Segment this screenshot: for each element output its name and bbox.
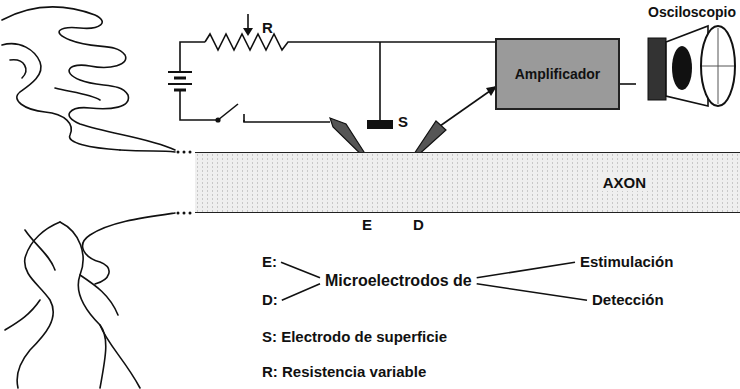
part-letter: S <box>398 114 408 131</box>
oscilloscope: Osciloscopio <box>636 2 740 110</box>
node-text: AXON <box>601 174 648 191</box>
axon-continuation-dots <box>177 151 192 215</box>
switch-symbol <box>216 104 244 122</box>
wire <box>180 42 205 72</box>
legend-text: Estimulación <box>580 254 673 271</box>
wire <box>379 42 381 121</box>
legend-text: Detección <box>592 292 664 309</box>
wire <box>440 86 497 126</box>
axon-band: AXON <box>195 152 740 213</box>
wire <box>180 90 218 120</box>
part-letter: D <box>413 217 424 234</box>
legend-key: D: <box>262 292 278 309</box>
amplifier-box: Amplificador <box>495 38 620 110</box>
legend-key: E: <box>262 254 277 271</box>
legend-bracket <box>477 262 575 278</box>
circuit-wires <box>180 42 497 126</box>
node-text: Amplificador <box>515 66 601 82</box>
legend-text: Microelectrodos de <box>325 272 472 290</box>
wire <box>292 41 495 43</box>
neuron-outline <box>2 7 175 388</box>
resistor-symbol <box>205 14 292 50</box>
battery-symbol <box>168 72 192 90</box>
surface-electrode <box>367 120 393 129</box>
part-letter: E <box>362 217 372 234</box>
legend-text: S: Electrodo de superficie <box>262 329 447 346</box>
wire-connector <box>620 83 636 85</box>
wire <box>244 120 330 122</box>
legend-bracket <box>477 284 587 300</box>
node-text: Osciloscopio <box>636 2 740 20</box>
legend-bracket <box>281 262 320 278</box>
part-letter: R <box>262 20 273 37</box>
legend-bracket <box>282 284 320 300</box>
legend-text: R: Resistencia variable <box>262 364 426 381</box>
